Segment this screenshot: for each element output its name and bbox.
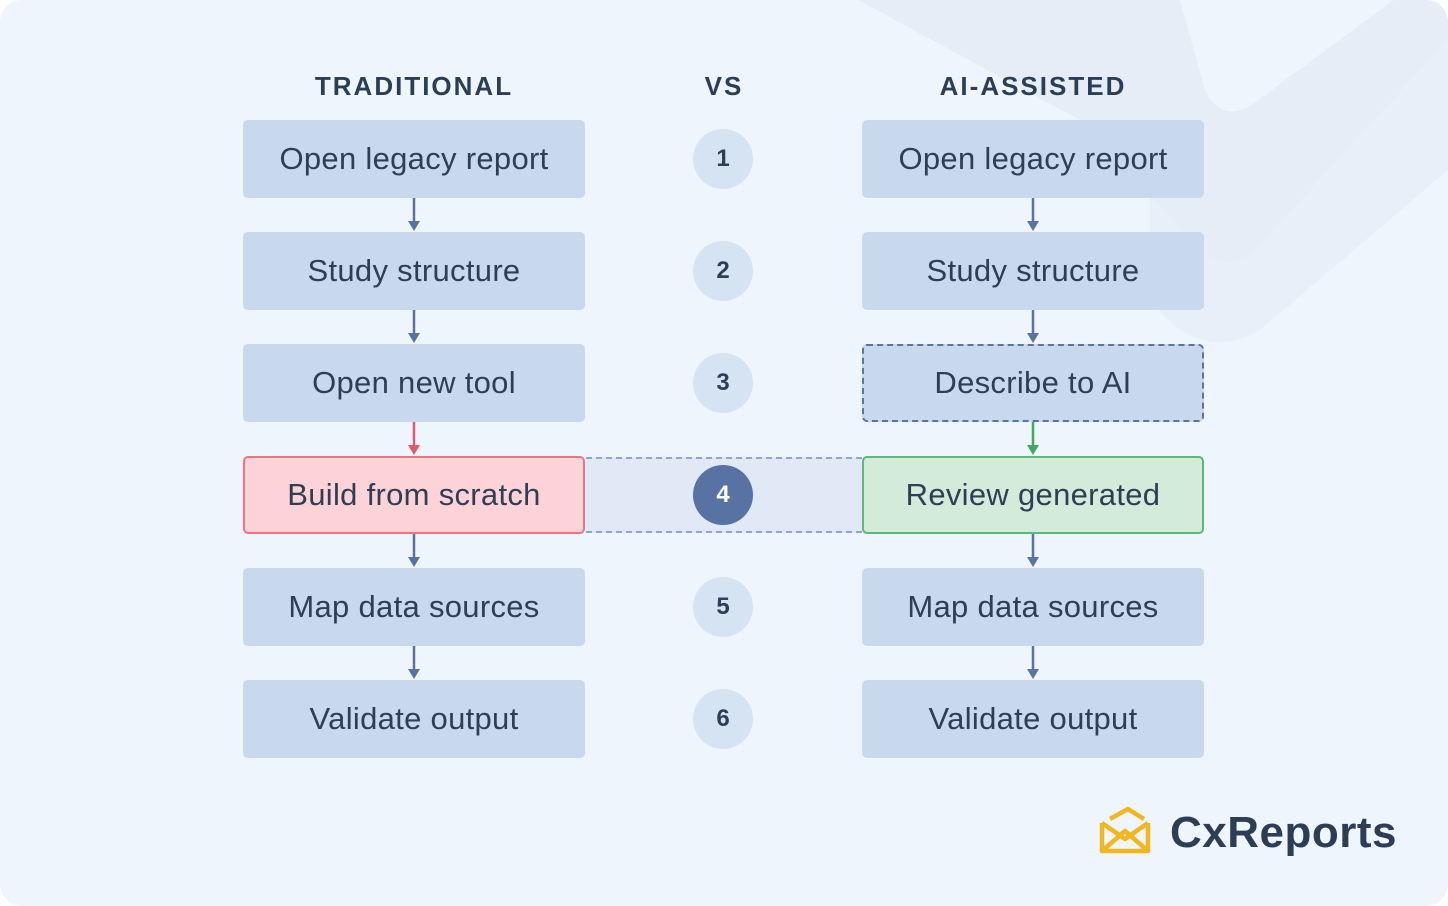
traditional-step-6: Validate output [243, 680, 585, 758]
vs-header: VS [704, 71, 744, 101]
ai-step-1: Open legacy report [862, 120, 1204, 198]
traditional-step-1: Open legacy report [243, 120, 585, 198]
cxreports-logo: CxReports [1098, 805, 1408, 861]
envelope-icon [1099, 806, 1151, 854]
traditional-step-2: Study structure [243, 232, 585, 310]
ai-assisted-header: AI-ASSISTED [939, 71, 1127, 101]
traditional-step-5: Map data sources [243, 568, 585, 646]
ai-step-2: Study structure [862, 232, 1204, 310]
traditional-step-4: Build from scratch [243, 456, 585, 534]
step-number-2: 2 [693, 241, 753, 301]
traditional-header: TRADITIONAL [314, 71, 514, 101]
step-number-1: 1 [693, 129, 753, 189]
ai-step-5: Map data sources [862, 568, 1204, 646]
ai-step-3: Describe to AI [862, 344, 1204, 422]
step-number-4: 4 [693, 465, 753, 525]
ai-step-6: Validate output [862, 680, 1204, 758]
step-number-5: 5 [693, 577, 753, 637]
step-number-3: 3 [693, 353, 753, 413]
traditional-arrows [408, 198, 420, 679]
brand-name: CxReports [1170, 808, 1397, 857]
step-number-6: 6 [693, 689, 753, 749]
ai-assisted-arrows [1027, 198, 1039, 679]
ai-step-4: Review generated [862, 456, 1204, 534]
traditional-step-3: Open new tool [243, 344, 585, 422]
